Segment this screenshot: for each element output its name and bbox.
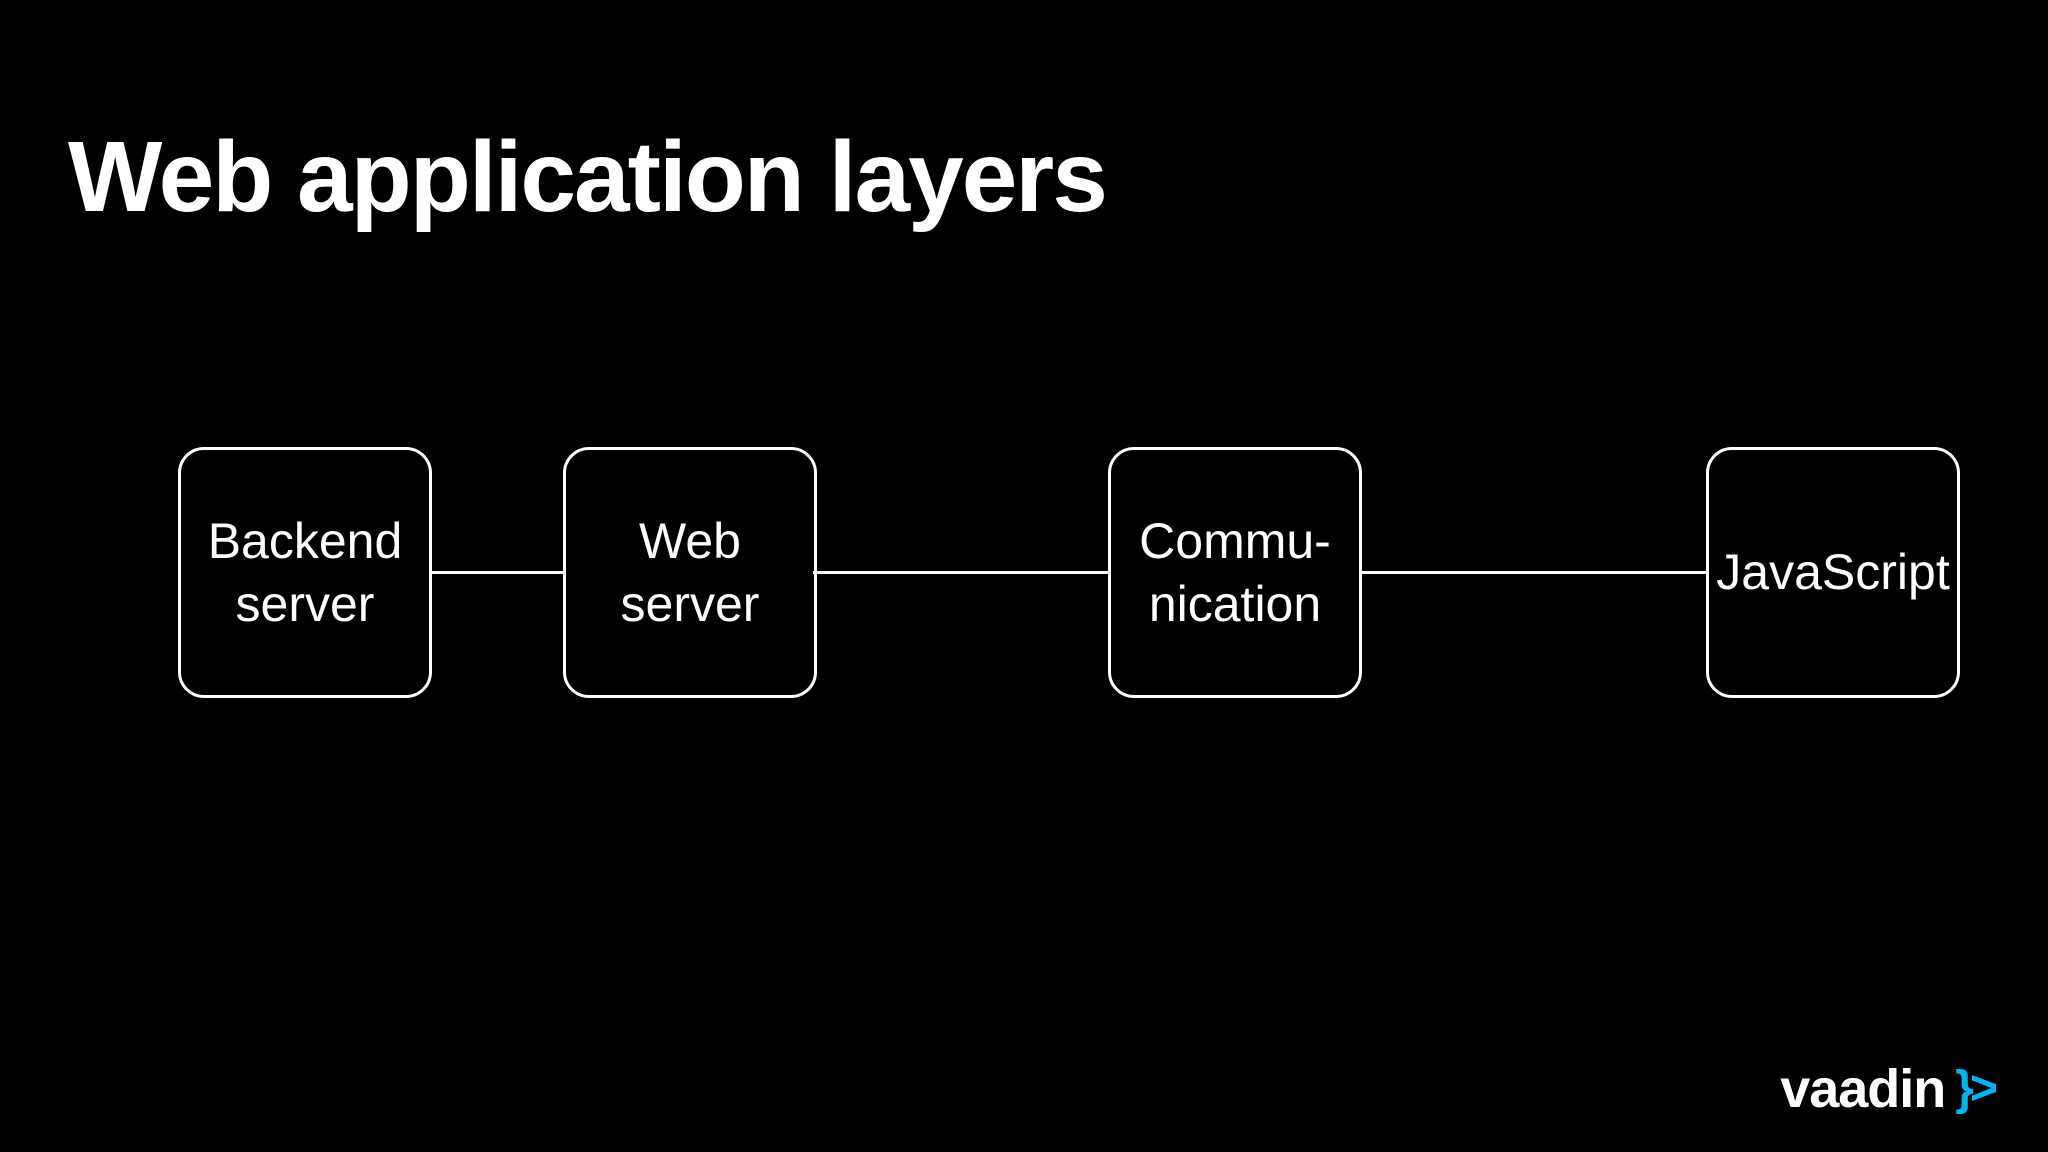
box-label-line: Commu- — [1139, 512, 1331, 569]
slide-title: Web application layers — [68, 121, 1108, 233]
box-backend-server: Backend server — [178, 447, 432, 698]
box-javascript: JavaScript — [1706, 447, 1960, 698]
vaadin-brace-icon: }> — [1955, 1062, 1998, 1115]
connector-backend-web — [430, 571, 565, 574]
box-label-line: server — [620, 575, 760, 632]
box-label-line: Backend — [207, 512, 403, 569]
connector-communication-javascript — [1360, 571, 1708, 574]
box-label-line: Web — [639, 512, 741, 569]
box-label-line: nication — [1148, 575, 1322, 632]
box-label-line: JavaScript — [1716, 544, 1950, 600]
box-label-line: server — [235, 575, 375, 632]
connector-web-communication — [813, 571, 1110, 574]
box-communication: Commu- nication — [1108, 447, 1362, 698]
vaadin-wordmark: vaadin — [1780, 1059, 1946, 1119]
vaadin-logo: vaadin }> — [1780, 1059, 1998, 1119]
box-web-server: Web server — [563, 447, 817, 698]
